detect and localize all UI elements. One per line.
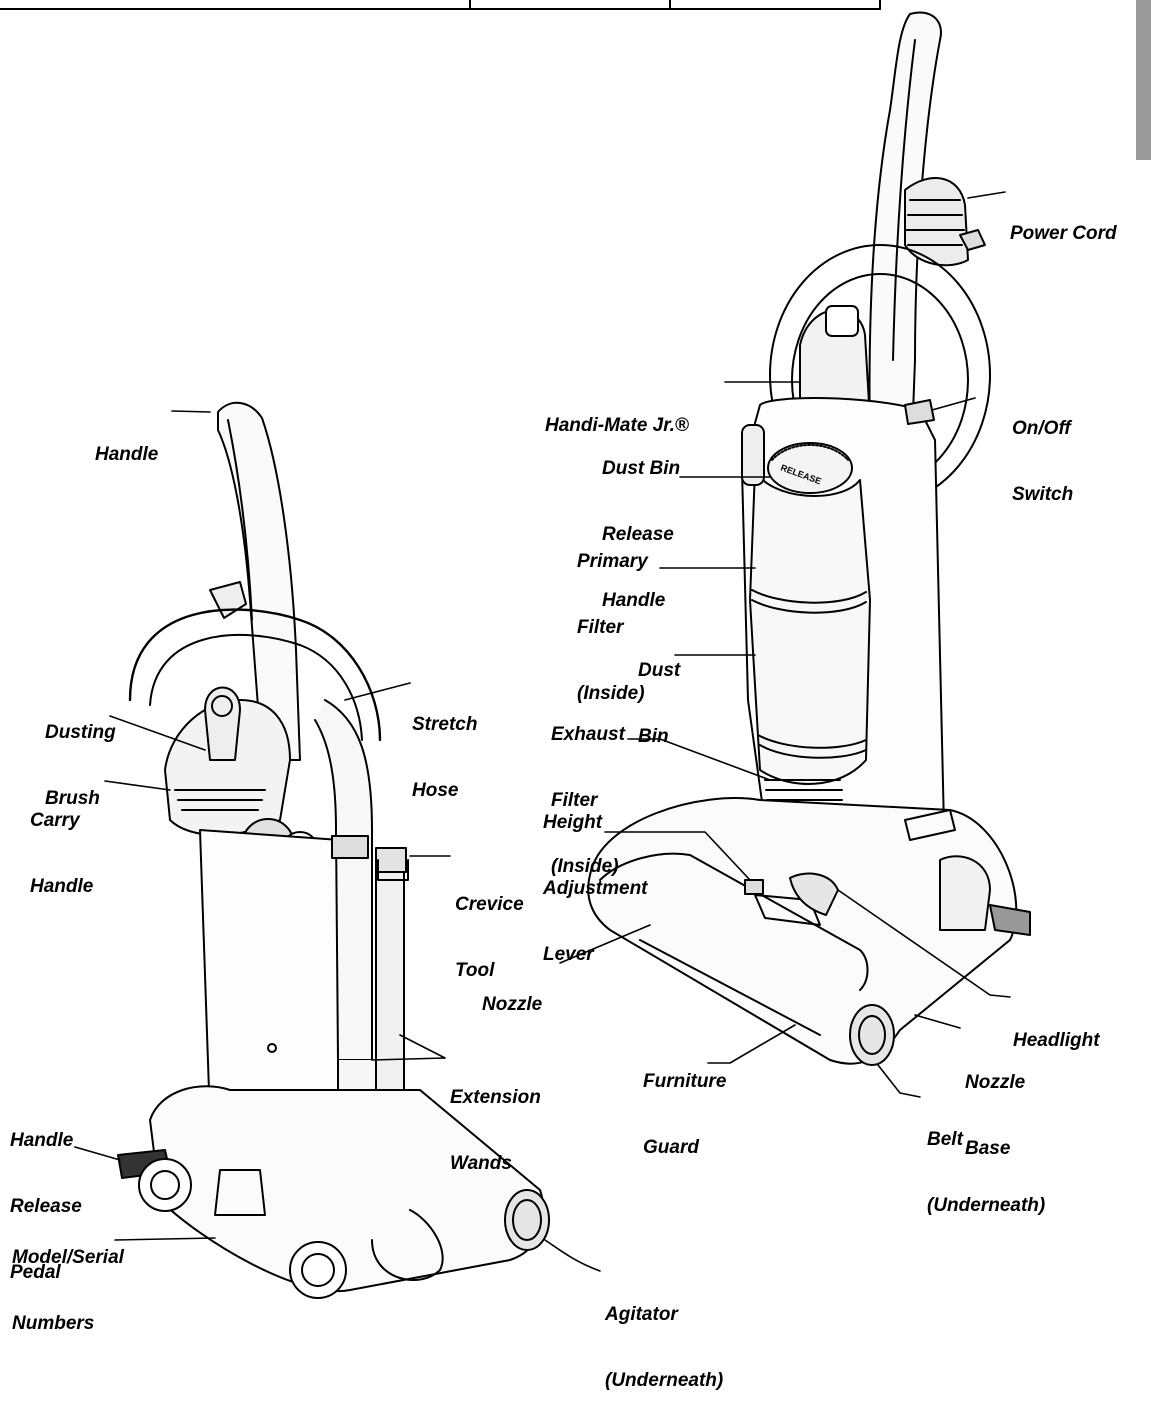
label-model-serial-numbers: Model/Serial Numbers: [12, 1203, 124, 1357]
label-height-adjustment-lever: Height Adjustment Lever: [543, 768, 648, 988]
table-border-remnant: [0, 0, 880, 9]
label-power-cord: Power Cord: [1010, 179, 1117, 267]
label-nozzle: Nozzle: [482, 950, 542, 1038]
label-furniture-guard: Furniture Guard: [643, 1027, 726, 1181]
label-belt: Belt (Underneath): [927, 1085, 1045, 1239]
label-stretch-hose: Stretch Hose: [412, 670, 477, 824]
label-extension-wands: Extension Wands: [450, 1043, 541, 1197]
label-carry-handle: Carry Handle: [30, 766, 93, 920]
label-headlight: Headlight: [1013, 986, 1100, 1074]
page-edge-shading: [1136, 0, 1151, 160]
label-on-off-switch: On/Off Switch: [1012, 374, 1073, 528]
vacuum-parts-diagram: RELEASE Handle Dusting Brush Carry Handl…: [0, 0, 1151, 1308]
label-dust-bin: Dust Bin: [638, 616, 680, 770]
label-handle: Handle: [95, 400, 158, 488]
label-agitator: Agitator (Underneath): [605, 1260, 723, 1414]
